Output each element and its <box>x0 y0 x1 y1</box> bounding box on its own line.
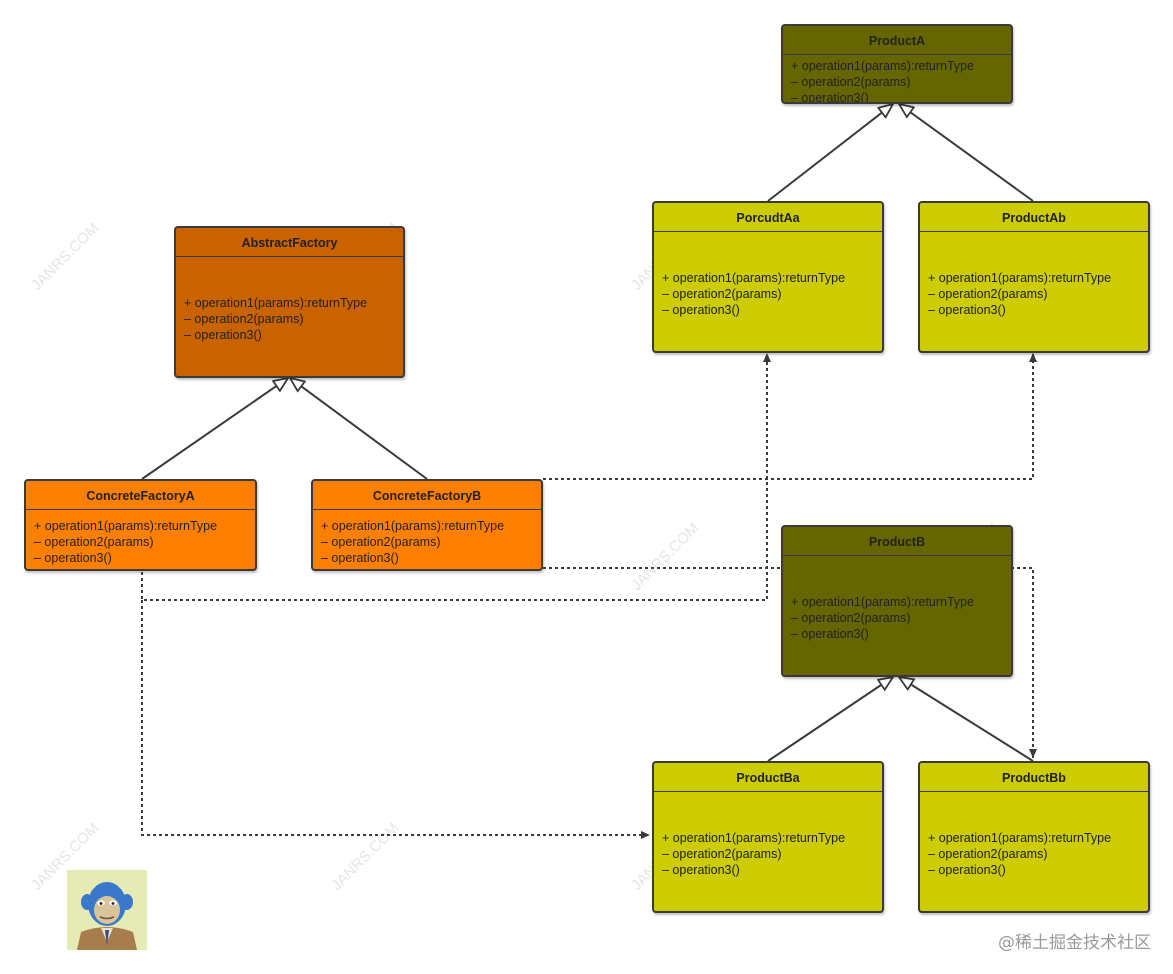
class-abstract-factory[interactable]: AbstractFactory + operation1(params):ret… <box>174 226 405 378</box>
class-name: ProductAb <box>920 203 1148 232</box>
method-operation1: + operation1(params):returnType <box>184 296 368 310</box>
site-credit: @稀土掘金技术社区 <box>998 933 1151 953</box>
method-operation2: – operation2(params) <box>34 535 154 549</box>
dep-factory-b-to-product-bb <box>543 567 1037 758</box>
method-operation3: – operation3() <box>791 627 869 641</box>
method-operation1: + operation1(params):returnType <box>662 831 846 845</box>
class-product-aa[interactable]: PorcudtAa + operation1(params):returnTyp… <box>652 201 884 353</box>
method-operation1: + operation1(params):returnType <box>34 519 218 533</box>
method-operation3: – operation3() <box>928 863 1006 877</box>
method-operation3: – operation3() <box>662 863 740 877</box>
class-name: AbstractFactory <box>176 228 403 257</box>
class-product-b[interactable]: ProductB + operation1(params):returnType… <box>781 525 1013 677</box>
inherit-concrete-a-to-abstract <box>141 378 288 480</box>
class-concrete-factory-a[interactable]: ConcreteFactoryA + operation1(params):re… <box>24 479 257 571</box>
class-name: ConcreteFactoryA <box>26 481 255 510</box>
method-operation2: – operation2(params) <box>184 312 304 326</box>
inherit-bb-to-b <box>899 677 1034 762</box>
dep-factory-a-to-product-ba <box>141 600 650 839</box>
class-name: ProductB <box>783 527 1011 556</box>
dep-factory-a-to-product-aa <box>141 353 771 601</box>
method-operation2: – operation2(params) <box>791 611 911 625</box>
inherit-ab-to-a <box>899 104 1034 202</box>
class-name: ConcreteFactoryB <box>313 481 541 510</box>
class-name: ProductA <box>783 26 1011 55</box>
method-operation2: – operation2(params) <box>791 75 911 89</box>
method-operation2: – operation2(params) <box>928 847 1048 861</box>
author-avatar <box>67 870 147 950</box>
class-product-a[interactable]: ProductA + operation1(params):returnType… <box>781 24 1013 104</box>
class-name: ProductBa <box>654 763 882 792</box>
class-name: ProductBb <box>920 763 1148 792</box>
method-operation1: + operation1(params):returnType <box>662 271 846 285</box>
ape-avatar-icon <box>67 870 147 950</box>
method-operation3: – operation3() <box>928 303 1006 317</box>
class-product-ba[interactable]: ProductBa + operation1(params):returnTyp… <box>652 761 884 913</box>
inherit-concrete-b-to-abstract <box>290 378 428 480</box>
class-product-ab[interactable]: ProductAb + operation1(params):returnTyp… <box>918 201 1150 353</box>
method-operation1: + operation1(params):returnType <box>928 271 1112 285</box>
method-operation2: – operation2(params) <box>321 535 441 549</box>
class-concrete-factory-b[interactable]: ConcreteFactoryB + operation1(params):re… <box>311 479 543 571</box>
method-operation1: + operation1(params):returnType <box>791 595 975 609</box>
inherit-ba-to-b <box>767 677 893 762</box>
method-operation3: – operation3() <box>184 328 262 342</box>
method-operation2: – operation2(params) <box>928 287 1048 301</box>
dep-factory-b-to-product-ab <box>543 353 1037 480</box>
method-operation3: – operation3() <box>321 551 399 565</box>
method-operation3: – operation3() <box>662 303 740 317</box>
method-operation1: + operation1(params):returnType <box>791 59 975 73</box>
method-operation3: – operation3() <box>34 551 112 565</box>
inherit-aa-to-a <box>767 104 893 202</box>
method-operation1: + operation1(params):returnType <box>928 831 1112 845</box>
method-operation1: + operation1(params):returnType <box>321 519 505 533</box>
class-product-bb[interactable]: ProductBb + operation1(params):returnTyp… <box>918 761 1150 913</box>
method-operation2: – operation2(params) <box>662 287 782 301</box>
method-operation2: – operation2(params) <box>662 847 782 861</box>
class-name: PorcudtAa <box>654 203 882 232</box>
method-operation3: – operation3() <box>791 91 869 104</box>
